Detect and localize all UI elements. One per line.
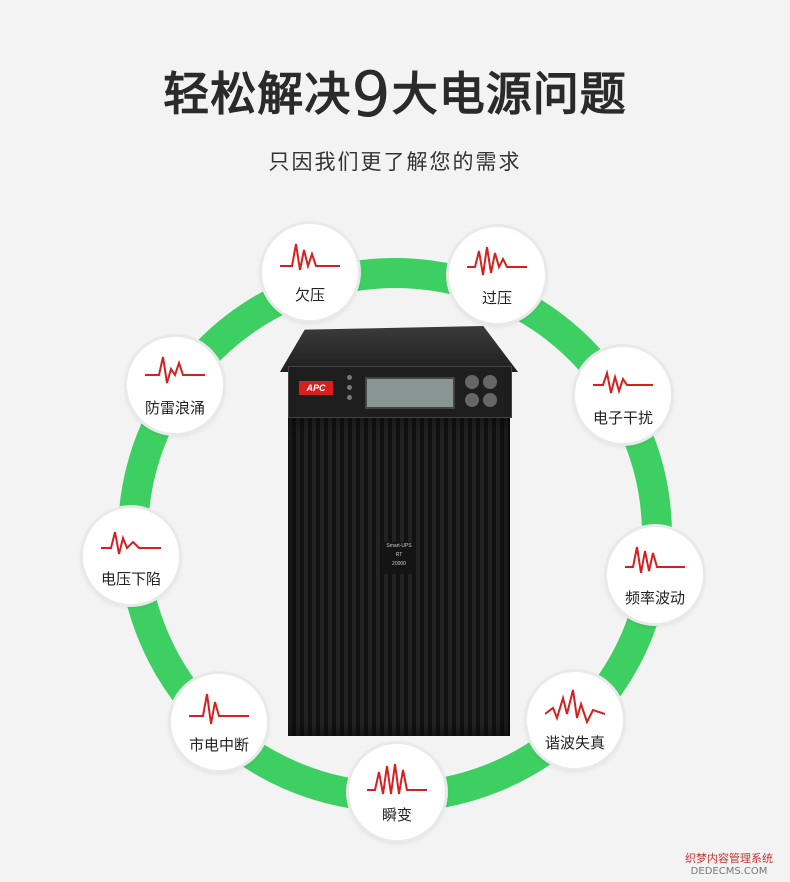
- problem-label: 电子干扰: [592, 409, 653, 427]
- problem-badge-interference: 电子干扰: [575, 347, 671, 443]
- problem-label: 欠压: [294, 286, 325, 304]
- ups-vented-body: Smart-UPS RT 20000: [288, 418, 510, 736]
- ups-control-panel: APC: [288, 366, 512, 418]
- wave-outage-icon: [189, 693, 249, 725]
- problem-badge-harmonic: 谐波失真: [527, 672, 623, 768]
- problem-label: 过压: [481, 289, 512, 307]
- ups-top-cover: [279, 326, 518, 372]
- ups-model-label: Smart-UPS RT 20000: [382, 542, 416, 574]
- page-subtitle: 只因我们更了解您的需求: [268, 150, 522, 174]
- ups-model-line-1: Smart-UPS: [386, 543, 412, 549]
- wave-frequency-icon: [625, 546, 685, 574]
- problem-badge-undervoltage: 欠压: [262, 224, 358, 320]
- watermark-line-1: 织梦内容管理系统: [685, 852, 773, 865]
- wave-transient-icon: [367, 763, 427, 795]
- lcd-display: [365, 377, 455, 409]
- problem-label: 电压下陷: [100, 570, 161, 588]
- title-suffix: 大电源问题: [391, 67, 627, 121]
- problem-badge-overvoltage: 过压: [449, 227, 545, 323]
- wave-interference-icon: [593, 369, 653, 395]
- wave-surge-icon: [145, 356, 205, 384]
- problem-badge-sag: 电压下陷: [83, 508, 179, 604]
- ups-model-line-2: RT: [395, 552, 403, 558]
- problem-label: 频率波动: [624, 589, 685, 607]
- ups-model-line-3: 20000: [392, 561, 406, 567]
- watermark-line-2: DEDECMS.COM: [690, 866, 768, 877]
- problem-badge-surge: 防雷浪涌: [127, 337, 223, 433]
- wave-harmonic-icon: [545, 689, 605, 725]
- wave-undervoltage-icon: [280, 243, 340, 271]
- problem-badge-outage: 市电中断: [171, 674, 267, 770]
- apc-logo: APC: [299, 381, 333, 395]
- problem-label: 瞬变: [381, 806, 412, 824]
- wave-overvoltage-icon: [467, 246, 527, 276]
- title-number: 9: [351, 58, 392, 131]
- problem-badge-transient: 瞬变: [349, 744, 445, 840]
- wave-sag-icon: [101, 531, 161, 555]
- status-leds: [347, 375, 352, 405]
- ups-device-image: APC Smart-UPS RT 20000: [270, 326, 520, 736]
- watermark: 织梦内容管理系统 DEDECMS.COM: [674, 852, 784, 878]
- problem-badge-frequency: 频率波动: [607, 527, 703, 623]
- problem-label: 谐波失真: [544, 734, 605, 752]
- panel-buttons: [463, 373, 503, 411]
- page-title: 轻松解决9大电源问题: [0, 58, 790, 131]
- title-prefix: 轻松解决: [163, 67, 352, 121]
- problem-label: 防雷浪涌: [144, 399, 205, 417]
- problem-label: 市电中断: [188, 736, 249, 754]
